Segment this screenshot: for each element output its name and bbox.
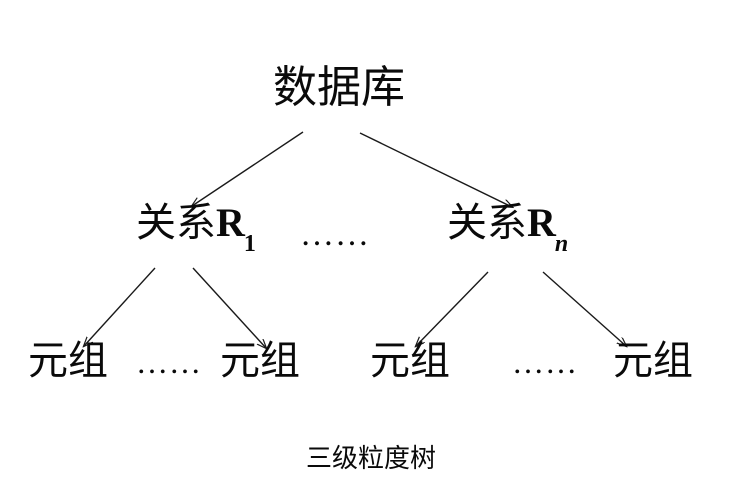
node-relation-1-subscript: 1 xyxy=(243,231,256,257)
edge-root-to-relation-1 xyxy=(192,131,304,206)
ellipsis-between-tuples-right: …… xyxy=(512,344,578,380)
edge-relation-1-to-tuple-1 xyxy=(84,267,156,346)
edge-relation-n-to-tuple-4 xyxy=(542,271,626,346)
node-relation-1: 关系R1 xyxy=(136,200,257,257)
node-relation-1-prefix: 关系 xyxy=(136,200,216,245)
node-relation-n-subscript: n xyxy=(554,231,569,257)
node-relation-n: 关系Rn xyxy=(447,200,569,257)
node-relation-n-prefix: 关系 xyxy=(447,200,527,245)
diagram-caption: 三级粒度树 xyxy=(305,444,436,473)
node-tuple-2: 元组 xyxy=(220,338,300,383)
ellipsis-between-tuples-left: …… xyxy=(136,344,202,380)
edge-relation-n-to-tuple-3 xyxy=(416,271,489,346)
edge-root-to-relation-n xyxy=(359,132,512,207)
edge-relation-1-to-tuple-2 xyxy=(192,267,266,348)
node-tuple-1: 元组 xyxy=(28,338,108,383)
node-database: 数据库 xyxy=(273,63,405,112)
node-relation-1-symbol: R xyxy=(216,200,245,245)
node-tuple-4: 元组 xyxy=(613,338,693,383)
ellipsis-between-relations: …… xyxy=(300,216,370,253)
node-relation-n-symbol: R xyxy=(527,200,556,245)
node-tuple-3: 元组 xyxy=(370,338,450,383)
